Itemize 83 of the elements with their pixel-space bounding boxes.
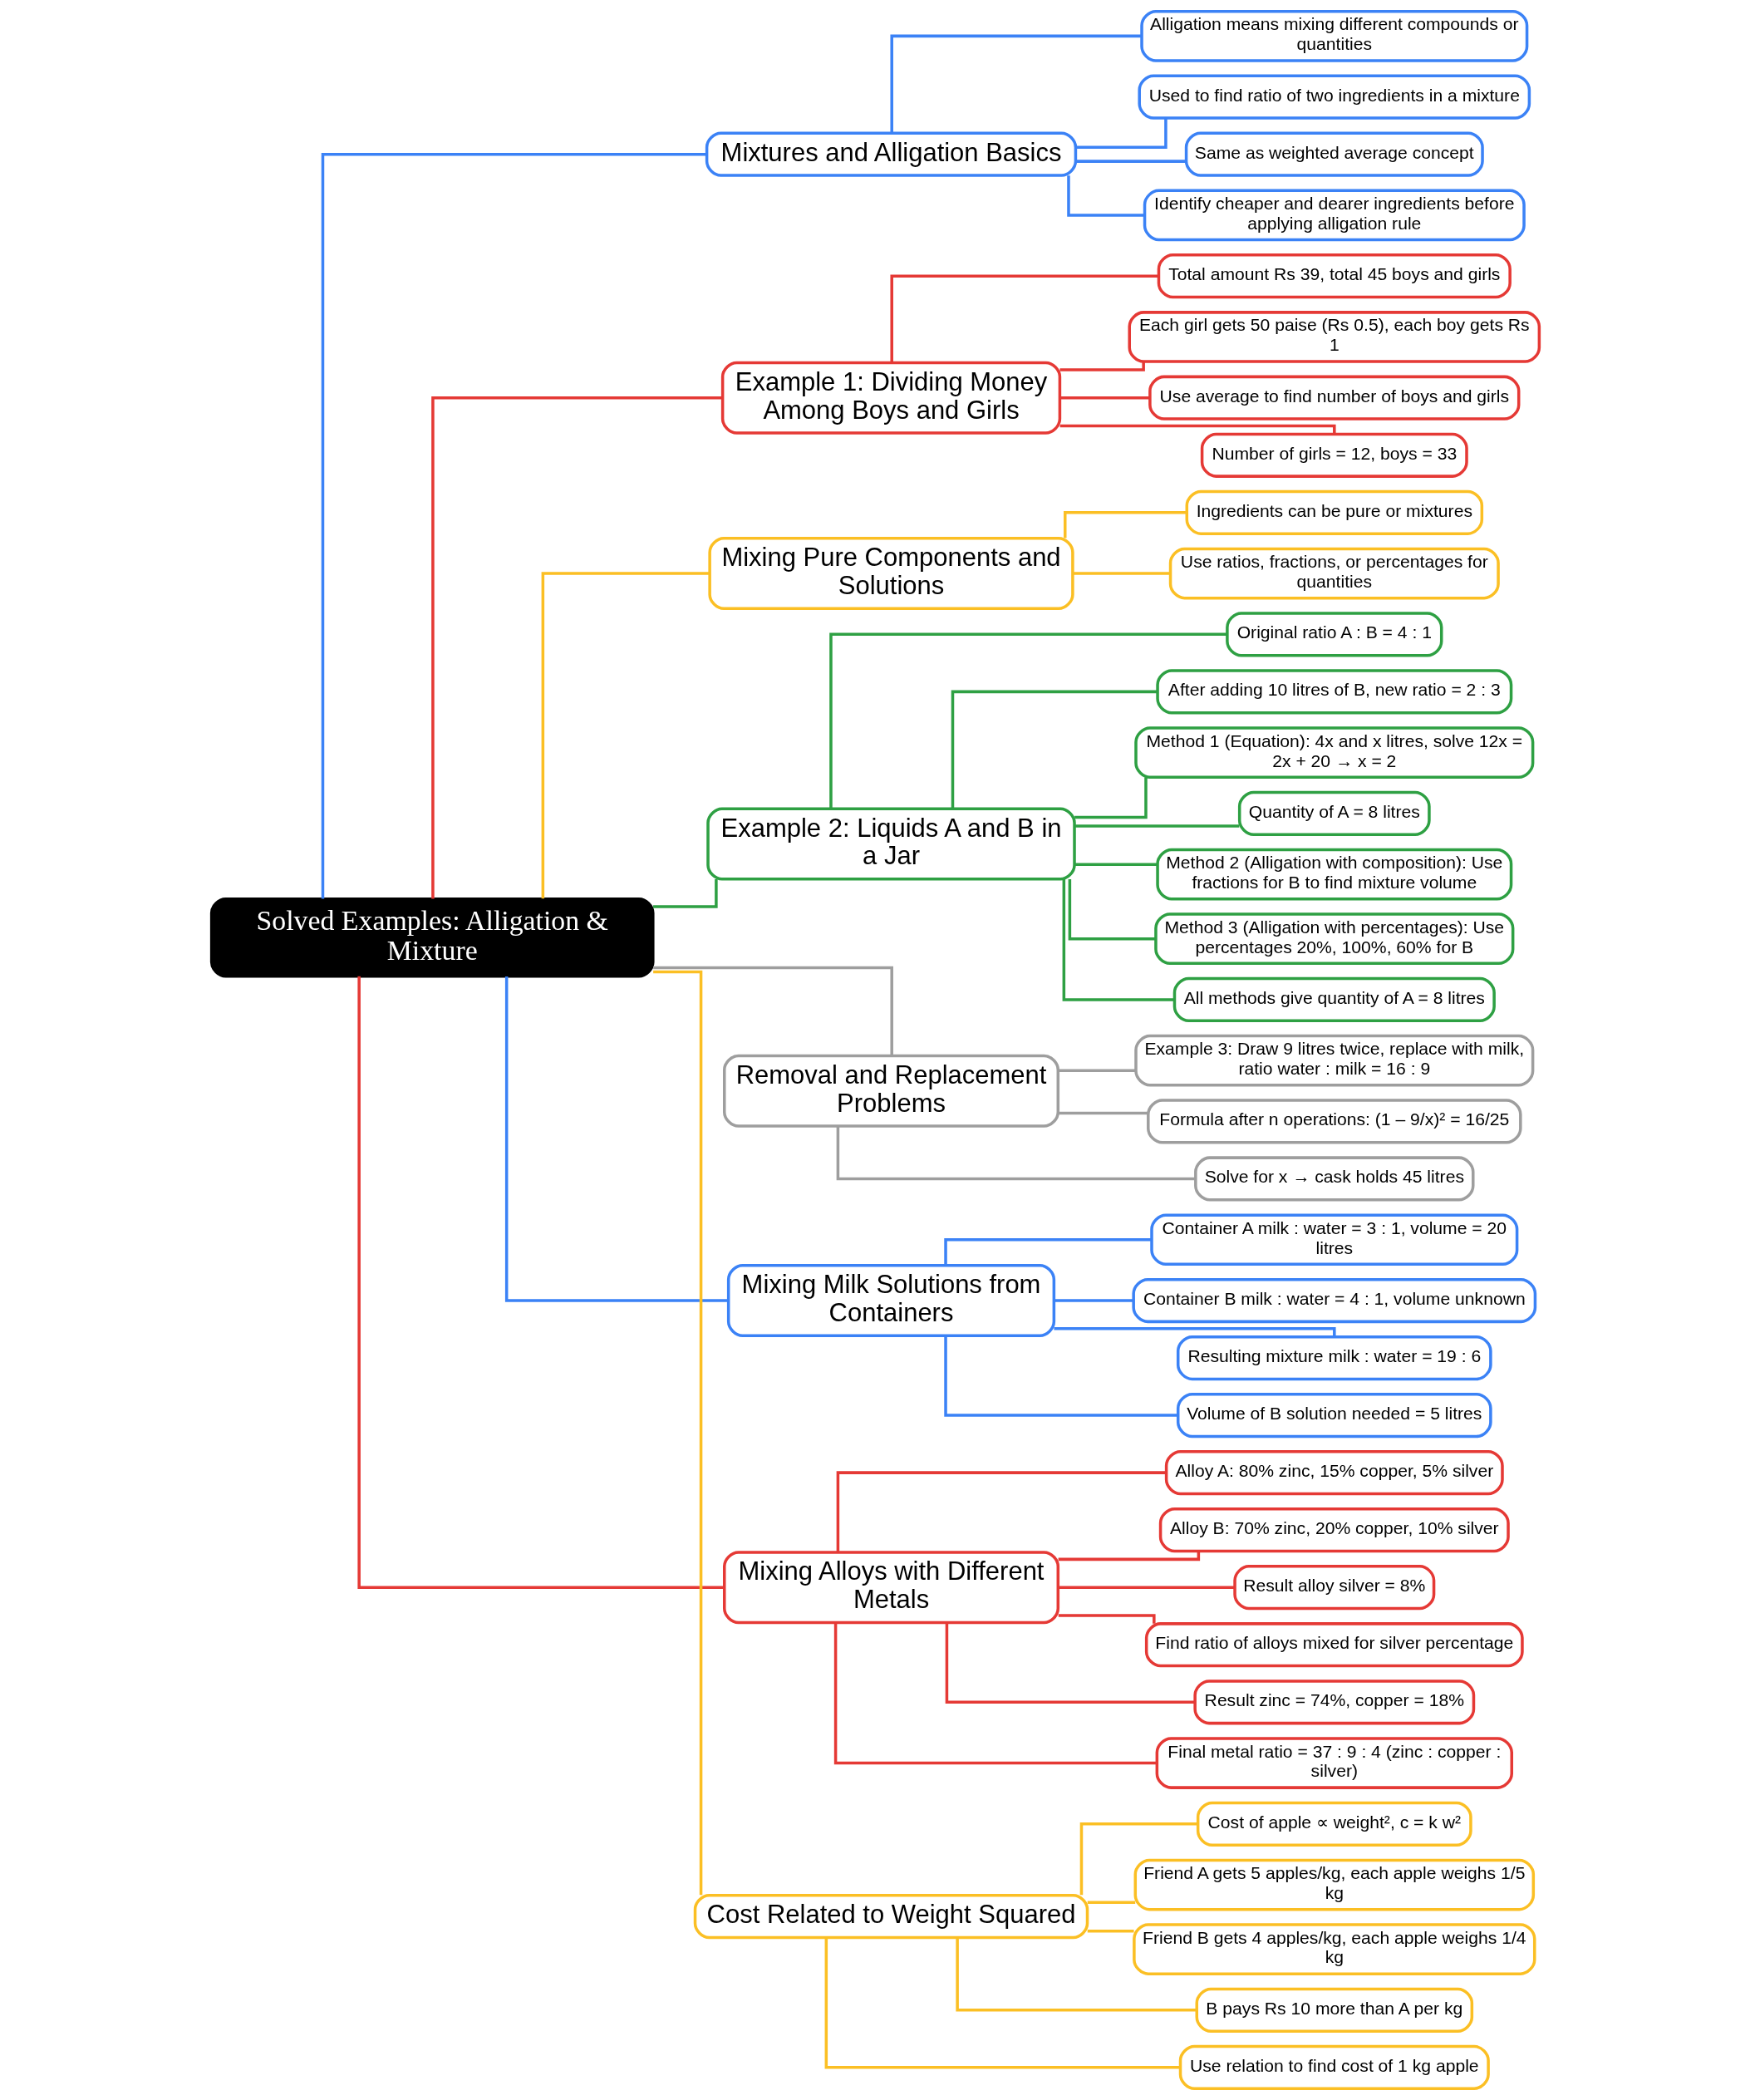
node-box: Friend A gets 5 apples/kg, each apple weighs 1/5 kg [1133,1858,1535,1911]
node-box: Alligation means mixing different compounds or quantities [1139,10,1528,62]
node-box: Mixing Milk Solutions from Containers [726,1264,1055,1338]
node-box: Resulting mixture milk : water = 19 : 6 [1176,1335,1492,1381]
connector [504,976,728,1302]
connector [1063,511,1187,539]
node-box: Use relation to find cost of 1 kg apple [1178,2044,1490,2090]
node-box: Mixtures and Alligation Basics [705,131,1077,177]
node-box: Mixing Pure Components and Solutions [707,537,1074,611]
node-box: Example 1: Dividing Money Among Boys and Girls [720,361,1061,435]
node-box: Example 2: Liquids A and B in a Jar [705,807,1076,881]
node-box: Method 2 (Alligation with composition): Use fractions for B to find mixture volume [1155,848,1512,901]
node-box: Alloy B: 70% zinc, 20% copper, 10% silver [1158,1507,1510,1553]
connector [824,1937,1180,2069]
node-box: Formula after n operations: (1 – 9/x)² = 16/25 [1146,1099,1522,1144]
connector [943,1335,1178,1417]
connector [1059,361,1145,371]
connector [652,970,702,1896]
connector [1062,879,1174,1001]
connector [951,690,1158,809]
node-box: Removal and Replacement Problems [722,1054,1059,1128]
connector [1079,1822,1198,1896]
connector [955,1937,1197,2012]
node-box: Example 3: Draw 9 litres twice, replace with milk, ratio water : milk = 16 : 9 [1133,1034,1534,1087]
connector [652,966,893,1056]
node-box: Mixing Alloys with Different Metals [722,1551,1059,1625]
connector [1068,879,1156,941]
connector [836,1126,1196,1181]
node-box: Solved Examples: Alligation & Mixture [209,898,655,978]
connector [889,274,1158,363]
node-box: All methods give quantity of A = 8 litres [1172,976,1496,1023]
node-box: Identify cheaper and dearer ingredients before applying alligation rule [1143,189,1526,242]
connector [321,152,706,899]
node-box: Total amount Rs 39, total 45 boys and girls [1157,253,1512,299]
connector [836,1471,1167,1552]
node-box: Same as weighted average concept [1184,131,1484,177]
connector [1075,118,1167,149]
node-box: Use ratios, fractions, or percentages for quantities [1168,547,1500,600]
node-box: Friend B gets 4 apples/kg, each apple weighs 1/4 kg [1132,1923,1536,1975]
node-box: Result zinc = 74%, copper = 18% [1192,1680,1475,1725]
node-box: After adding 10 litres of B, new ratio = 2 : 3 [1155,669,1512,715]
node-box: Use average to find number of boys and girls [1148,375,1520,420]
node-box: Method 1 (Equation): 4x and x litres, solve 12x = 2x + 20 → x = 2 [1133,726,1534,779]
connector [430,396,722,899]
node-box: B pays Rs 10 more than A per kg [1195,1987,1473,2033]
node-box: Container A milk : water = 3 : 1, volume = 20 litres [1149,1213,1518,1266]
connector [1058,1551,1200,1561]
node-box: Solve for x → cask holds 45 litres [1193,1156,1474,1202]
connector [1066,175,1144,217]
connector [1057,1586,1235,1589]
node-box: Used to find ratio of two ingredients in a mixture [1137,74,1531,120]
node-box: Quantity of A = 8 litres [1237,790,1431,836]
connector [1058,1614,1156,1624]
node-box: Volume of B solution needed = 5 litres [1176,1392,1492,1439]
node-box: Ingredients can be pure or mixtures [1185,489,1483,535]
connector [828,632,1227,809]
connector [541,572,710,899]
connector [945,1622,1195,1704]
connector [1074,824,1239,828]
node-box: Method 3 (Alligation with percentages): Use percentages 20%, 100%, 60% for B [1153,912,1514,965]
node-box: Alloy A: 80% zinc, 15% copper, 5% silver [1164,1450,1504,1496]
node-box: Final metal ratio = 37 : 9 : 4 (zinc : copper : silver) [1155,1737,1513,1789]
node-box: Cost Related to Weight Squared [693,1894,1089,1940]
connector [1072,572,1170,575]
connector [1074,777,1148,819]
connector [1074,160,1186,163]
connector [889,34,1142,134]
node-box: Container B milk : water = 4 : 1, volume unknown [1131,1277,1536,1324]
node-box: Number of girls = 12, boys = 33 [1200,432,1468,478]
node-box: Cost of apple ∝ weight², c = k w² [1196,1801,1472,1847]
connector [1053,1299,1133,1302]
node-box: Result alloy silver = 8% [1232,1565,1435,1611]
connector [1087,1901,1135,1904]
connector [1087,1929,1134,1933]
connector [1057,1069,1136,1072]
connector [833,1622,1157,1765]
connector [1057,1111,1148,1115]
node-box: Original ratio A : B = 4 : 1 [1225,612,1443,657]
connector [1059,396,1150,400]
node-box: Each girl gets 50 paise (Rs 0.5), each boy gets Rs 1 [1128,311,1541,363]
connector [1074,863,1158,866]
connector [356,976,725,1589]
node-box: Find ratio of alloys mixed for silver percentage [1144,1622,1524,1668]
